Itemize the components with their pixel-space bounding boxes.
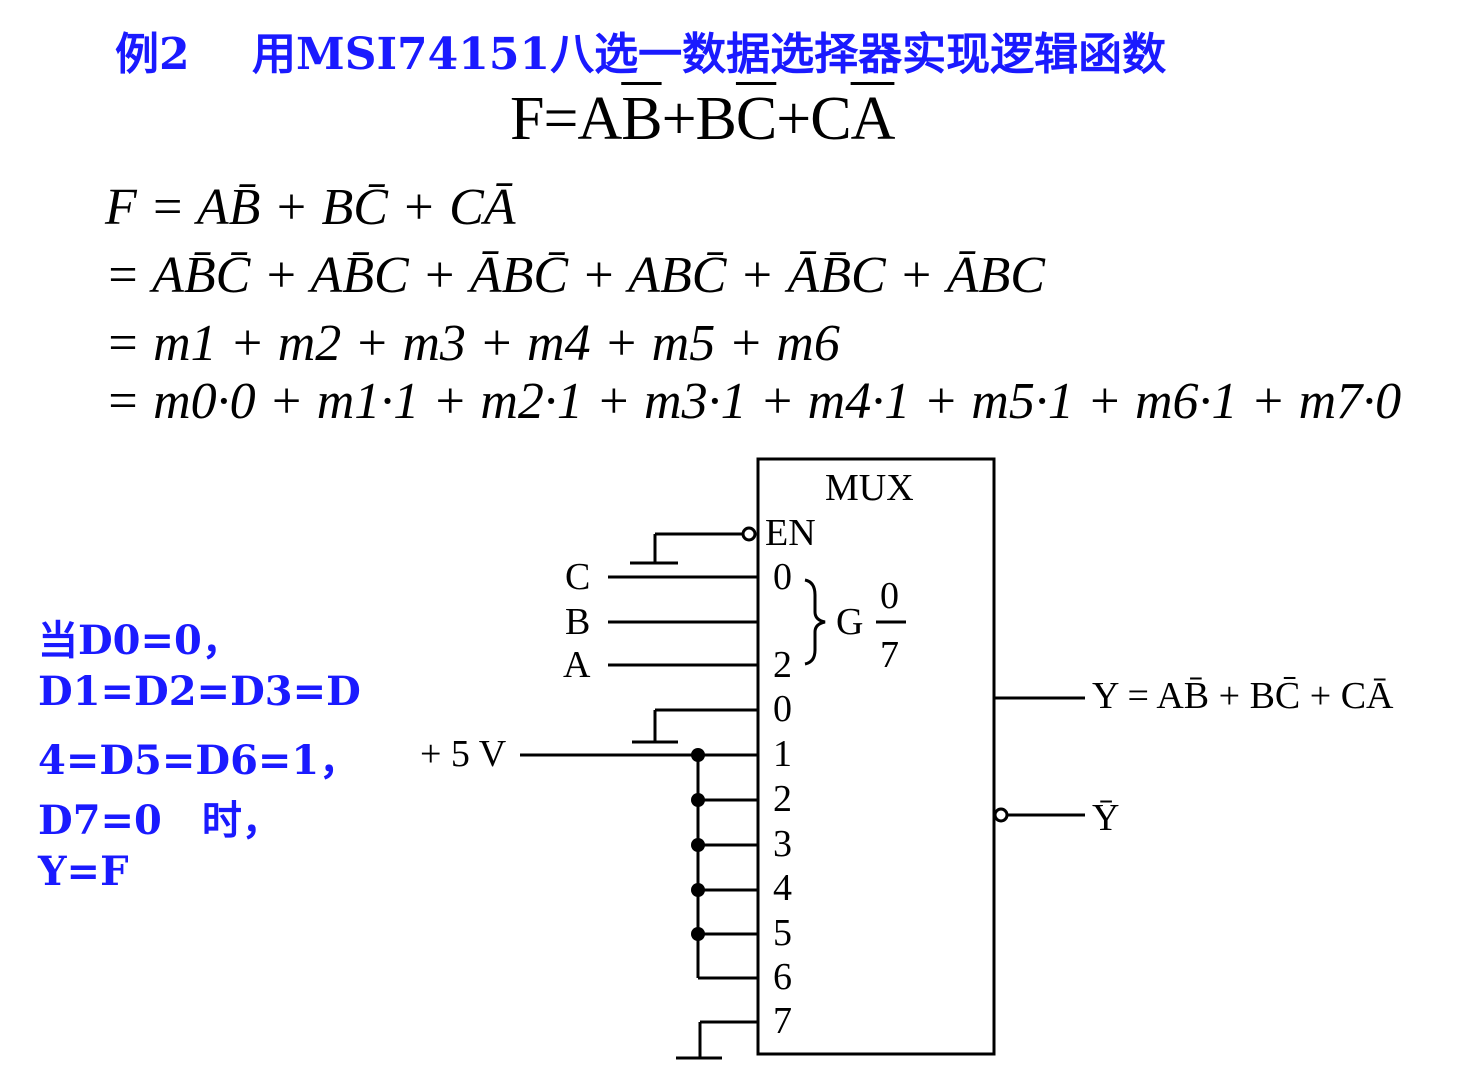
select-pin-label: 2 xyxy=(773,644,792,686)
formula-part: +C xyxy=(776,85,851,153)
junction-dot xyxy=(691,838,705,852)
derivation-line-3: = m1 + m2 + m3 + m4 + m5 + m6 xyxy=(105,315,840,372)
select-brace xyxy=(804,578,826,666)
junction-dot xyxy=(691,927,705,941)
condition-line: D7=0 时， xyxy=(38,797,282,844)
data-pin-label: 1 xyxy=(773,733,792,775)
data-pin-label: 2 xyxy=(773,778,792,820)
condition-line: D1=D2=D3=D xyxy=(38,668,361,715)
example-number: 例2 xyxy=(115,29,190,80)
main-formula: F=AB+BC+CA xyxy=(510,84,896,155)
output-y-label: Y = AB̄ + BC̄ + CĀ xyxy=(1092,675,1394,717)
formula-part-overline: C xyxy=(735,85,777,153)
condition-line: Y=F xyxy=(38,848,129,895)
page-title: 用MSI74151八选一数据选择器实现逻辑函数 xyxy=(252,29,1167,80)
condition-line: 当D0=0， xyxy=(38,617,242,664)
enable-label: EN xyxy=(765,512,816,554)
data-pin-label: 5 xyxy=(773,912,792,954)
ybar-inversion-bubble xyxy=(993,807,1009,823)
derivation-line-1: F = AB̄ + BC̄ + CĀ xyxy=(105,179,516,236)
group-range-bottom: 7 xyxy=(880,634,899,676)
data-pin-label: 3 xyxy=(773,823,792,865)
junction-dot xyxy=(691,748,705,762)
supply-label: + 5 V xyxy=(420,733,507,775)
formula-part: F=A xyxy=(510,85,622,153)
group-label: G xyxy=(836,601,863,643)
data-pin-label: 7 xyxy=(773,1000,792,1042)
group-range-top: 0 xyxy=(880,575,899,617)
junction-dot xyxy=(691,883,705,897)
mux-name: MUX xyxy=(825,467,914,509)
derivation-line-4: = m0·0 + m1·1 + m2·1 + m3·1 + m4·1 + m5·… xyxy=(105,373,1402,430)
data-pin-label: 0 xyxy=(773,688,792,730)
select-pin-label: 0 xyxy=(773,556,792,598)
condition-line: 4=D5=D6=1， xyxy=(38,737,360,784)
select-input-label: B xyxy=(565,601,590,643)
formula-part: +B xyxy=(661,85,737,153)
data-pin-label: 6 xyxy=(773,956,792,998)
formula-part-overline: B xyxy=(621,85,662,153)
junction-dot xyxy=(691,793,705,807)
select-input-label: C xyxy=(565,556,590,598)
data-pin-label: 4 xyxy=(773,867,792,909)
en-inversion-bubble xyxy=(741,526,757,542)
derivation-line-2: = AB̄C̄ + AB̄C + ĀBC̄ + ABC̄ + ĀB̄C + ĀB… xyxy=(105,247,1045,304)
formula-part-overline: A xyxy=(850,85,896,153)
select-input-label: A xyxy=(563,644,591,686)
output-ybar-label: Ȳ xyxy=(1092,797,1119,839)
